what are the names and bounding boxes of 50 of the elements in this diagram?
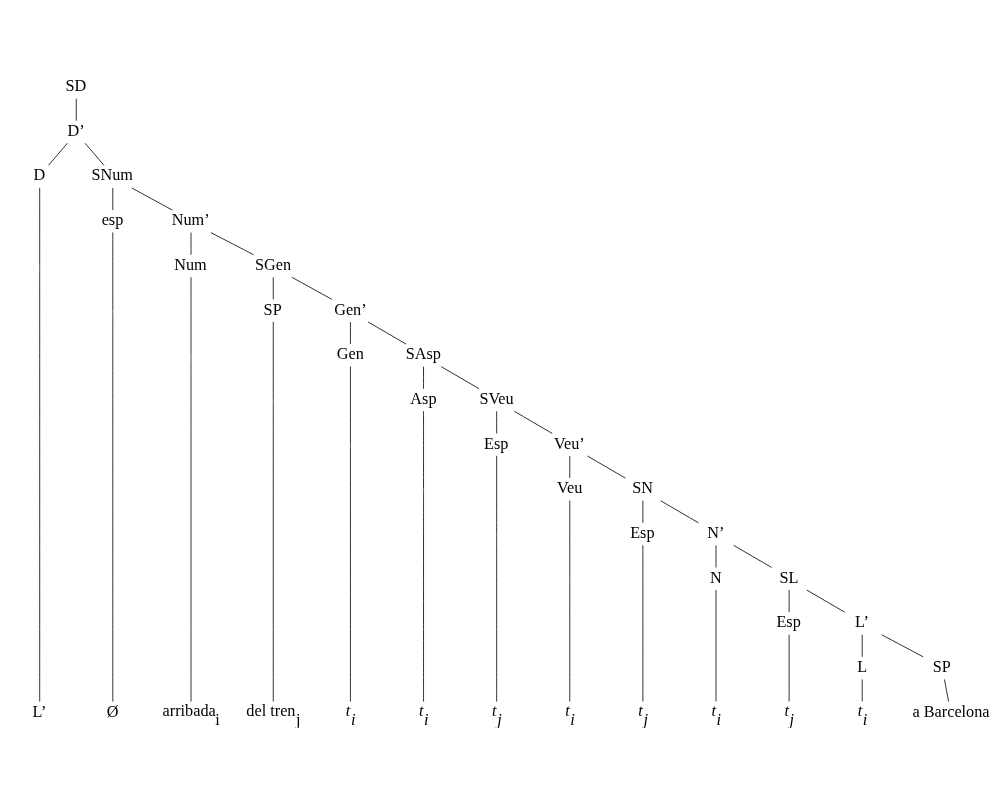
node-text: Asp bbox=[410, 389, 437, 408]
connector bbox=[39, 186, 41, 702]
node-text: Esp bbox=[483, 434, 509, 453]
node-text: Num’ bbox=[171, 210, 210, 229]
node-text: Gen’ bbox=[334, 300, 367, 318]
node-text: SAsp bbox=[405, 344, 441, 363]
connector bbox=[944, 678, 950, 702]
node-text: SL bbox=[779, 568, 799, 587]
node-text: D bbox=[33, 165, 46, 184]
connector bbox=[806, 589, 846, 613]
node-text: N’ bbox=[707, 523, 725, 542]
node-text: L bbox=[857, 657, 868, 676]
node-text: SD bbox=[65, 76, 87, 95]
connector bbox=[291, 276, 333, 300]
node-text: Gen bbox=[336, 344, 364, 363]
node-text: SP bbox=[263, 300, 282, 318]
node-text: SNum bbox=[91, 165, 133, 184]
connector bbox=[367, 321, 407, 344]
node-text: Veu’ bbox=[554, 434, 585, 453]
connector bbox=[131, 187, 173, 210]
node-text: SGen bbox=[254, 255, 292, 274]
node-text: Esp bbox=[630, 523, 655, 542]
connector bbox=[423, 365, 424, 389]
connector bbox=[733, 544, 772, 568]
node-text: L’ bbox=[32, 702, 47, 721]
node-text: SVeu bbox=[479, 389, 514, 408]
connector bbox=[587, 455, 626, 479]
connector bbox=[496, 455, 498, 702]
node-text: SN bbox=[632, 478, 653, 497]
node-text: N bbox=[709, 568, 722, 587]
node-text: SP bbox=[932, 657, 951, 676]
connector bbox=[513, 410, 553, 434]
connector bbox=[210, 231, 254, 255]
node-text: Veu bbox=[557, 478, 583, 497]
node-text: Esp bbox=[776, 612, 801, 631]
connector bbox=[660, 499, 699, 523]
connector bbox=[440, 365, 480, 389]
connector bbox=[84, 142, 105, 166]
connector bbox=[496, 410, 498, 434]
node-text: Num bbox=[174, 255, 207, 274]
connector bbox=[881, 633, 924, 657]
node-text: esp bbox=[101, 210, 124, 229]
node-text: L’ bbox=[855, 612, 869, 631]
connector bbox=[350, 365, 351, 702]
connector bbox=[350, 321, 351, 344]
node-text: Ø bbox=[106, 702, 119, 721]
connector bbox=[48, 142, 68, 166]
connector bbox=[423, 410, 424, 702]
node-text: a Barcelona bbox=[912, 702, 990, 721]
node-text: D’ bbox=[67, 121, 85, 140]
